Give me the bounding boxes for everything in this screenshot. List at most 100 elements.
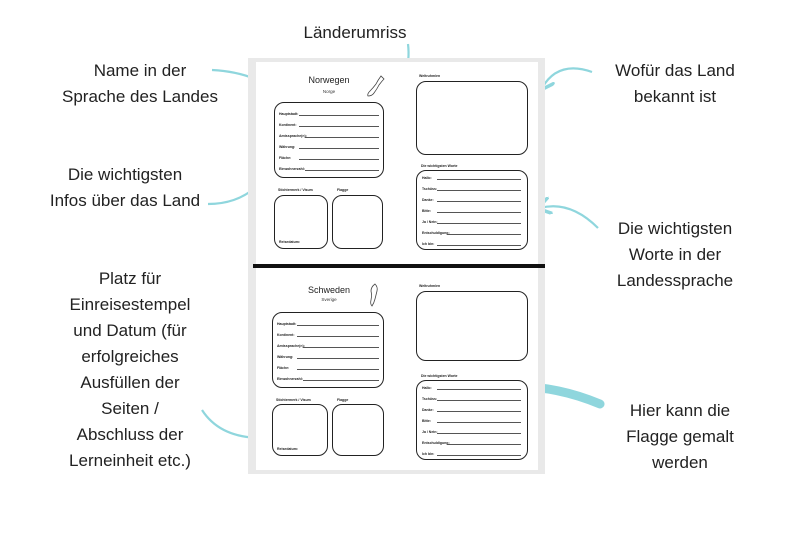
annotation-line: werden	[652, 453, 708, 472]
word-label: Danke:	[422, 408, 434, 412]
word-label: Tschüss:	[422, 187, 438, 191]
word-label: Hallo:	[422, 176, 432, 180]
annotation-line: Name in der	[93, 61, 187, 80]
stamp-box-2[interactable]: Reisedatum:	[272, 404, 328, 456]
native-name-1: Norge	[322, 89, 336, 94]
word-label: Ja / Nein:	[422, 220, 438, 224]
info-label: Amtssprache(n):	[277, 344, 305, 348]
stamp-label-2: Stichtermerk / Visum	[276, 398, 311, 402]
annotation-line: Landessprache	[616, 271, 734, 290]
annotation-key-info: Die wichtigsten Infos über das Land	[30, 162, 220, 214]
annotation-line: Lerneinheit etc.)	[69, 451, 191, 470]
word-line[interactable]	[437, 422, 521, 423]
info-label: Amtssprache(n):	[279, 134, 307, 138]
word-label: Bitte:	[422, 209, 431, 213]
info-line[interactable]	[299, 115, 379, 116]
info-line[interactable]	[297, 336, 379, 337]
info-line[interactable]	[299, 159, 379, 160]
flag-box-1[interactable]	[332, 195, 383, 249]
known-label-2: Weltruhm/en	[419, 284, 441, 288]
arrow-known-for	[542, 67, 593, 88]
word-label: Danke:	[422, 198, 434, 202]
info-label: Währung:	[279, 145, 296, 149]
annotation-line: Die wichtigsten	[617, 219, 733, 238]
word-label: Ja / Nein:	[422, 430, 438, 434]
word-line[interactable]	[437, 201, 521, 202]
flag-label-2: Flagge	[337, 398, 349, 402]
word-label: Entschuldigung:	[422, 441, 450, 445]
word-line[interactable]	[437, 389, 521, 390]
stamp-box-1[interactable]: Reisedatum:	[274, 195, 328, 249]
annotation-line: Länderumriss	[303, 23, 407, 42]
word-line[interactable]	[437, 411, 521, 412]
word-line[interactable]	[447, 234, 521, 235]
info-label: Kontinent:	[279, 123, 297, 127]
annotation-flag: Hier kann die Flagge gemalt werden	[605, 398, 755, 476]
info-label: Währung:	[277, 355, 294, 359]
date-label: Reisedatum:	[279, 240, 301, 244]
flag-box-2[interactable]	[332, 404, 384, 456]
info-line[interactable]	[297, 325, 379, 326]
annotation-native-name: Name in der Sprache des Landes	[50, 58, 230, 110]
info-line[interactable]	[299, 126, 379, 127]
info-label: Einwohnerzahl:	[277, 377, 303, 381]
info-label: Hauptstadt:	[279, 112, 299, 116]
country-name-2: Schweden	[307, 285, 351, 295]
annotation-line: Sprache des Landes	[62, 87, 218, 106]
words-box-1: Hallo: Tschüss: Danke: Bitte: Ja / Nein:…	[416, 170, 528, 250]
word-line[interactable]	[437, 400, 521, 401]
word-line[interactable]	[437, 455, 521, 456]
word-line[interactable]	[447, 444, 521, 445]
info-label: Fläche:	[277, 366, 290, 370]
word-line[interactable]	[437, 433, 521, 434]
info-line[interactable]	[297, 369, 379, 370]
annotation-line: Wofür das Land	[615, 61, 735, 80]
annotation-line: und Datum (für	[73, 321, 187, 340]
word-label: Tschüss:	[422, 397, 438, 401]
info-label: Fläche:	[279, 156, 292, 160]
norway-outline-icon	[367, 75, 385, 97]
annotation-line: Platz für	[98, 269, 162, 288]
info-line[interactable]	[305, 170, 379, 171]
date-label: Reisedatum:	[277, 447, 299, 451]
annotation-line: Infos über das Land	[49, 191, 201, 210]
info-box-1: Hauptstadt: Kontinent: Amtssprache(n): W…	[274, 102, 384, 178]
stamp-label-1: Stichtermerk / Visum	[278, 188, 313, 192]
annotation-outline: Länderumriss	[290, 20, 420, 46]
annotation-line: Worte in der	[628, 245, 722, 264]
words-label-1: Die wichtigsten Worte	[421, 164, 458, 168]
annotation-line: Ausfüllen der	[80, 373, 180, 392]
page-divider	[253, 264, 545, 268]
info-label: Hauptstadt:	[277, 322, 297, 326]
flag-label-1: Flagge	[337, 188, 349, 192]
known-box-1[interactable]	[416, 81, 528, 155]
word-label: Entschuldigung:	[422, 231, 450, 235]
native-name-2: Sverige	[321, 297, 337, 302]
info-line[interactable]	[297, 358, 379, 359]
country-name-1: Norwegen	[308, 75, 350, 85]
annotation-line: Flagge gemalt	[626, 427, 734, 446]
word-line[interactable]	[437, 223, 521, 224]
arrow-key-words	[540, 206, 599, 229]
word-label: Bitte:	[422, 419, 431, 423]
info-line[interactable]	[305, 137, 379, 138]
word-line[interactable]	[437, 245, 521, 246]
annotation-line: bekannt ist	[633, 87, 717, 106]
annotation-line: Einreisestempel	[69, 295, 191, 314]
word-line[interactable]	[437, 212, 521, 213]
annotation-line: Die wichtigsten	[67, 165, 183, 184]
info-line[interactable]	[303, 380, 379, 381]
word-label: Hallo:	[422, 386, 432, 390]
annotation-key-words: Die wichtigsten Worte in der Landessprac…	[600, 216, 750, 294]
info-line[interactable]	[299, 148, 379, 149]
info-line[interactable]	[303, 347, 379, 348]
annotation-line: Abschluss der	[76, 425, 184, 444]
words-label-2: Die wichtigsten Worte	[421, 374, 458, 378]
known-box-2[interactable]	[416, 291, 528, 361]
words-box-2: Hallo: Tschüss: Danke: Bitte: Ja / Nein:…	[416, 380, 528, 460]
annotation-known-for: Wofür das Land bekannt ist	[595, 58, 755, 110]
info-box-2: Hauptstadt: Kontinent: Amtssprache(n): W…	[272, 312, 384, 388]
word-line[interactable]	[437, 190, 521, 191]
word-line[interactable]	[437, 179, 521, 180]
sweden-outline-icon	[370, 283, 378, 307]
